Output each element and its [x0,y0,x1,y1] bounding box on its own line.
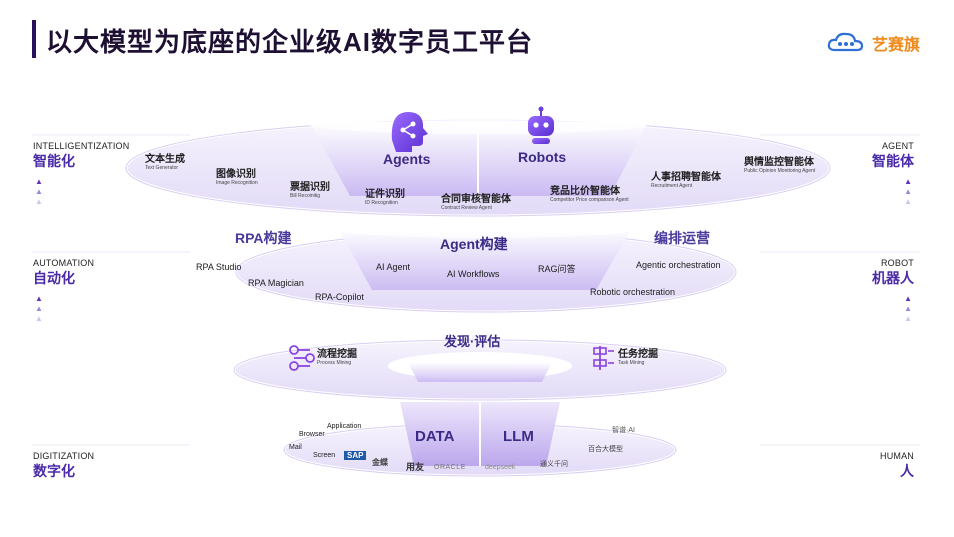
robot-icon [528,106,554,144]
process-mining-icon [289,345,315,371]
brand-tongyi-logo: 通义千问 [540,461,568,468]
agent-item-id-rec: 证件识别 ID Recognition [365,189,405,206]
task-mining-label: 任务挖掘 Task Mining [618,349,658,366]
llm-label: LLM [503,428,534,445]
brand-deepseek-logo: deepseek [485,464,516,471]
up-arrows-icon: ▲▲▲ [35,294,43,323]
level-en: INTELLIGENTIZATION [33,141,130,151]
up-arrows-icon: ▲▲▲ [35,177,43,206]
title-accent-bar [32,20,36,58]
level-cn: 智能化 [33,153,75,169]
agent-item-text-gen: 文本生成 Text Generator [145,154,185,171]
up-arrows-icon: ▲▲▲ [904,177,912,206]
cloud-logo-icon [827,32,864,52]
robot-item-ai-agent: AI Agent [376,262,411,272]
logo: 艺赛旗 [826,30,920,56]
level-intelligentization: INTELLIGENTIZATION 智能化 ▲▲▲ [33,141,129,207]
level-cn: 机器人 [872,270,914,286]
data-source-browser: Browser [299,431,325,438]
task-mining-icon [593,346,614,370]
robot-item-agentic-orch: Agentic orchestration [636,260,721,270]
robots-label: Robots [518,149,567,165]
robot-item-robotic-orch: Robotic orchestration [590,287,676,297]
data-source-screen: Screen [313,452,336,459]
level-human: HUMAN 人 [880,451,914,481]
page-title: 以大模型为底座的企业级AI数字员工平台 [46,27,534,57]
process-mining-label: 流程挖掘 Process Mining [317,349,357,366]
level-robot: ROBOT 机器人 ▲▲▲ [872,258,914,324]
agent-head-icon [391,112,428,152]
level-cn: 智能体 [872,153,914,169]
agent-item-bill-rec: 票据识别 Bill Recoinitig [290,182,330,199]
agent-item-image-rec: 图像识别 Image Recognition [216,169,258,186]
brand-yonyou-logo: 用友 [406,462,425,472]
level-cn: 自动化 [33,270,75,286]
up-arrows-icon: ▲▲▲ [904,294,912,323]
robot-item-rpa-magician: RPA Magician [248,278,304,288]
level-cn: 人 [900,463,914,479]
agent-build-heading: Agent构建 [440,236,508,252]
agent-item-competitor: 竞品比价智能体 Competitor Price comparison Agen… [550,186,629,203]
brand-kingdee-logo: 金蝶 [372,458,388,467]
level-en: AUTOMATION [33,258,95,268]
data-source-mail: Mail [289,444,302,451]
level-en: ROBOT [880,258,914,268]
data-label: DATA [415,428,455,445]
discover-heading: 发现·评估 [444,334,501,349]
agents-label: Agents [383,151,431,167]
agent-item-opinion: 舆情监控智能体 Public Opinion Monitoring Agent [744,157,816,174]
brand-baige-logo: 百合大模型 [588,446,623,453]
robot-item-rpa-copilot: RPA-Copilot [315,292,364,302]
level-agent: AGENT 智能体 ▲▲▲ [872,141,914,207]
orchestration-heading: 编排运营 [654,230,710,246]
level-en: AGENT [881,141,914,151]
rpa-build-heading: RPA构建 [235,230,292,246]
brand-zhipu-logo: 智谱·AI [612,427,635,434]
level-cn: 数字化 [33,463,75,479]
robot-item-rag-qa: RAG问答 [538,264,576,274]
level-automation: AUTOMATION 自动化 ▲▲▲ [33,258,94,324]
level-digitization: DIGITIZATION 数字化 [33,451,94,481]
level-en: HUMAN [880,451,914,461]
logo-text: 艺赛旗 [871,37,920,54]
brand-oracle-logo: ORACLE [434,464,466,471]
agent-item-recruitment: 人事招聘智能体 Recruitment Agent [651,172,721,189]
robot-item-rpa-studio: RPA Studio [196,262,242,272]
agent-item-contract: 合同审核智能体 Contract Review Agent [441,194,511,211]
data-source-application: Application [327,423,362,430]
robot-item-ai-workflows: AI Workflows [447,269,500,279]
level-en: DIGITIZATION [33,451,95,461]
brand-sap-logo: SAP [344,451,367,460]
